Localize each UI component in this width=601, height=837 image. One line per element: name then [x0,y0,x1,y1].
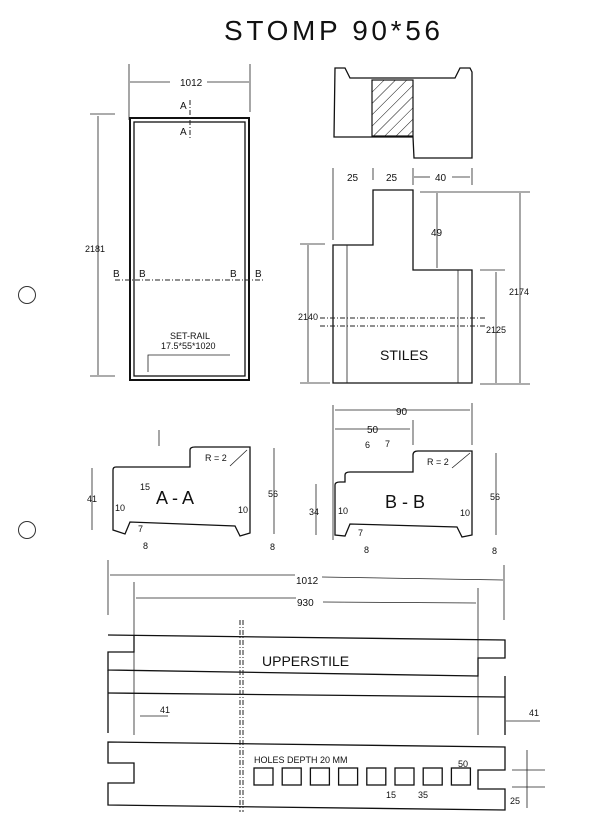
stiles-dim-25b: 25 [386,173,398,184]
section-aa-dim-7: 7 [138,524,143,534]
upperstile-dim-15: 15 [386,790,396,800]
section-b-marker: B [113,269,120,280]
section-bb-dim-56: 56 [490,492,500,502]
drawing-title: STOMP 90*56 [224,15,440,46]
section-a-marker-bottom: A [180,127,187,138]
mortise-holes [253,767,472,786]
door-elevation: 1012 2181 A A B B B B SET-RAIL 17.5*55*1… [85,64,265,381]
section-bb-dim-6: 6 [365,440,370,450]
section-aa-dim-8-right: 8 [270,542,275,552]
section-aa-radius: R = 2 [205,453,227,463]
door-height-label: 2181 [85,244,105,254]
section-a-marker-top: A [180,101,187,112]
upperstile-drawing: 1012 930 UPPERSTILE 41 41 HOLES DEPTH 20… [107,560,545,812]
section-bb: 90 50 6 7 B - B R = 2 34 56 10 10 7 8 8 [309,403,500,556]
set-rail-label: SET-RAIL [170,331,210,341]
section-b-marker: B [230,269,237,280]
mortise-hole [366,767,387,786]
mortise-hole [450,767,472,786]
section-aa-dim-15: 15 [140,482,150,492]
section-bb-dim-8-right: 8 [492,546,497,556]
stiles-dim-25a: 25 [347,173,359,184]
upperstile-dim-35: 35 [418,790,428,800]
section-bb-dim-10-right: 10 [460,508,470,518]
stiles-dim-2140: 2140 [298,312,318,322]
section-bb-radius: R = 2 [427,457,449,467]
section-aa: A - A R = 2 15 41 56 10 10 7 8 8 [87,430,278,552]
upperstile-dim-41-right: 41 [529,708,539,718]
section-bb-dim-10-left: 10 [338,506,348,516]
upperstile-dim-25: 25 [510,796,520,806]
section-aa-dim-10-right: 10 [238,505,248,515]
stiles-dim-49: 49 [431,228,443,239]
stiles-label: STILES [380,347,428,363]
upperstile-label: UPPERSTILE [262,653,349,669]
stiles-dim-40: 40 [435,173,447,184]
section-b-marker: B [139,269,146,280]
section-aa-dim-10-left: 10 [115,503,125,513]
mortise-hole [309,767,331,786]
section-bb-dim-34: 34 [309,507,319,517]
upperstile-dim-41-left: 41 [160,705,170,715]
binder-hole-bottom [18,521,36,539]
section-b-marker: B [255,269,262,280]
mortise-hole [253,767,274,786]
set-rail-dims: 17.5*55*1020 [161,341,216,351]
upperstile-dim-1012: 1012 [296,576,319,587]
section-bb-dim-90: 90 [396,407,408,418]
mortise-hole [337,767,359,786]
stiles-dim-2174: 2174 [509,287,529,297]
mortise-hole [394,767,415,786]
door-width-label: 1012 [180,78,203,89]
section-aa-dim-41: 41 [87,494,97,504]
section-bb-dim-7-top: 7 [385,439,390,449]
mortise-hole [422,767,443,786]
section-bb-dim-8-left: 8 [364,545,369,555]
section-bb-dim-7: 7 [358,528,363,538]
section-aa-dim-8-left: 8 [143,541,148,551]
section-bb-label: B - B [385,492,425,512]
stiles-dim-2125: 2125 [486,325,506,335]
holes-depth-note: HOLES DEPTH 20 MM [254,755,348,765]
section-aa-dim-56: 56 [268,489,278,499]
binder-hole-top [18,286,36,304]
mortise-hole [281,767,302,786]
section-bb-dim-50: 50 [367,425,379,436]
upperstile-dim-930: 930 [297,598,314,609]
section-aa-label: A - A [156,488,194,508]
upperstile-dim-50: 50 [458,759,468,769]
stile-profile [333,67,473,159]
stiles-drawing: 25 25 40 49 2140 2125 2174 STILES [298,168,530,385]
